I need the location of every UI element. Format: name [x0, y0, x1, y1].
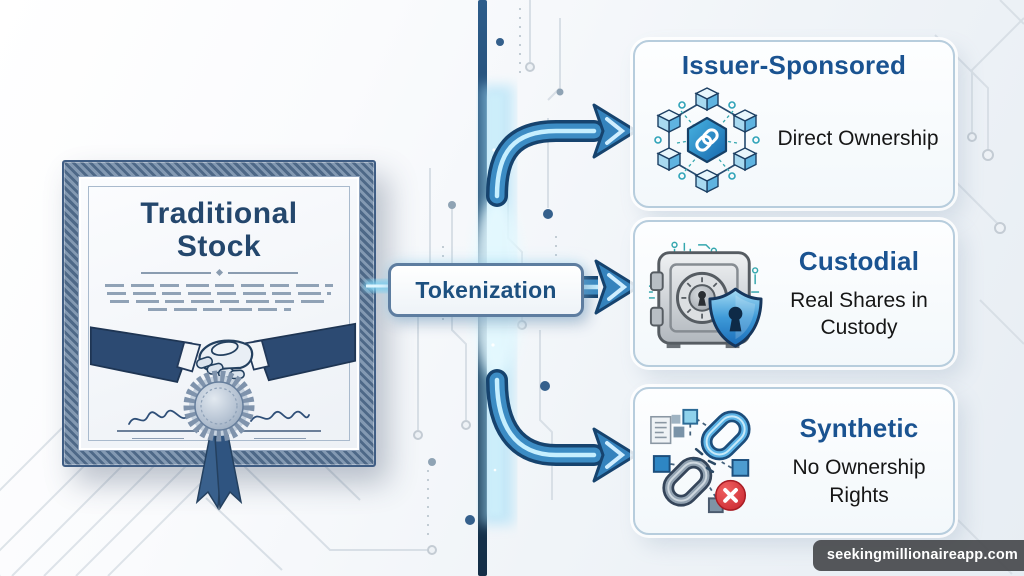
option-card-synthetic: Synthetic No Ownership Rights [633, 387, 955, 535]
certificate-title-line2: Stock [176, 230, 262, 263]
custodial-text: Real Shares in Custody [790, 288, 928, 339]
option-card-custodial: Custodial Real Shares in Custody [633, 220, 955, 367]
vault-shield-icon [648, 241, 763, 348]
tokenization-label-text: Tokenization [415, 276, 557, 303]
broken-chain-icon [650, 408, 751, 514]
tokenization-label: Tokenization [388, 263, 584, 317]
arrow-to-custodial [577, 259, 640, 315]
synthetic-text: No Ownership Rights [792, 456, 926, 507]
arrow-to-issuer-sponsored [486, 103, 638, 207]
certificate-title-line1: Traditional [140, 197, 298, 230]
custodial-heading: Custodial [798, 245, 920, 276]
certificate-title: Traditional Stock [89, 197, 349, 263]
option-card-issuer-sponsored: Issuer-Sponsored [633, 40, 955, 208]
watermark-badge: seekingmillionaireapp.com [812, 540, 1024, 571]
issuer-sponsored-text: Direct Ownership [777, 127, 939, 151]
issuer-sponsored-heading: Issuer-Sponsored [681, 50, 907, 80]
blockchain-network-icon [654, 87, 760, 194]
arrow-to-synthetic [486, 369, 638, 483]
document-glyph [650, 414, 685, 445]
synthetic-heading: Synthetic [799, 413, 919, 444]
certificate-fine-print [89, 284, 349, 311]
handshake-illustration [89, 322, 357, 383]
certificate-divider [89, 268, 349, 277]
signature-right [239, 409, 321, 439]
certificate-seal [183, 370, 255, 511]
certificate-content: Traditional Stock [88, 186, 357, 441]
watermark-text: seekingmillionaireapp.com [826, 547, 1018, 563]
traditional-stock-certificate: Traditional Stock [62, 160, 376, 511]
